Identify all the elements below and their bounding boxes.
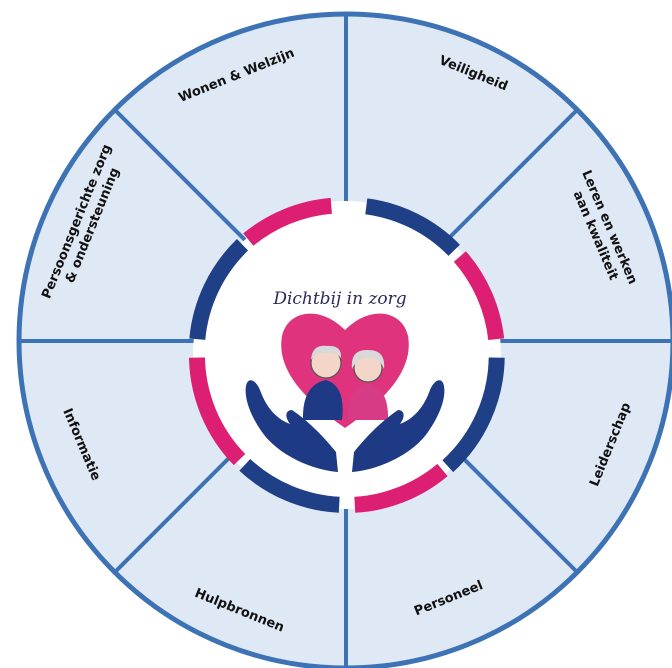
hands-icon bbox=[245, 380, 445, 472]
right-hand bbox=[352, 380, 445, 472]
ring-arc-navy bbox=[442, 357, 505, 473]
ring-arc-navy bbox=[365, 198, 460, 257]
ring-arc-pink bbox=[189, 357, 246, 466]
left-hand bbox=[245, 380, 338, 472]
person-man bbox=[302, 380, 343, 420]
ring-arc-pink bbox=[453, 251, 505, 341]
person-woman bbox=[347, 383, 389, 420]
logo-title: Dichtbij in zorg bbox=[272, 289, 406, 309]
ring-arc-pink bbox=[354, 463, 448, 513]
man-hair bbox=[311, 345, 342, 360]
dichtbij-in-zorg-logo: Dichtbij in zorg bbox=[245, 289, 445, 472]
ring-arc-pink bbox=[243, 197, 333, 246]
ring-arc-navy bbox=[239, 458, 340, 513]
elderly-couple-icon bbox=[302, 345, 389, 420]
woman-hair bbox=[351, 349, 385, 369]
center-ring bbox=[189, 197, 505, 513]
ring-arc-navy bbox=[189, 239, 249, 341]
